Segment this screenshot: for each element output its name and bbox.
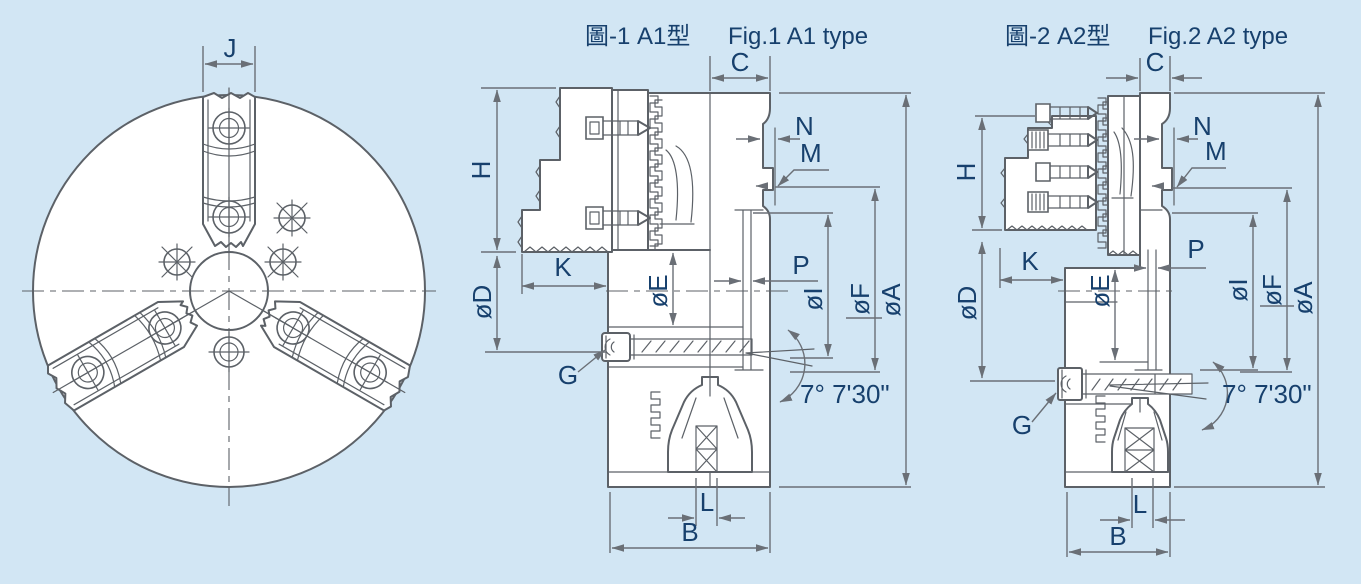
- fig1-dim-label-K: K: [554, 252, 572, 282]
- front-dim-label-J: J: [224, 33, 237, 63]
- fig2-dim-label-A: øA: [1288, 281, 1318, 315]
- fig1-taper-hub: [650, 376, 753, 473]
- fig1-dim-label-D: øD: [467, 285, 497, 320]
- fig1-dimensions: H K øD øE G C N M P øI: [466, 47, 911, 553]
- fig2-dim-label-I: øI: [1223, 278, 1253, 301]
- fig2-dimensions: H K øD øE G C N M P: [951, 47, 1325, 557]
- fig2-mount-bolt: [1057, 367, 1193, 401]
- fig1-dim-label-C: C: [731, 47, 750, 77]
- fig1-title-zh: 圖-1 A1型: [585, 23, 690, 50]
- fig1-dim-label-G: G: [558, 360, 578, 390]
- fig2-dim-label-angle: 7° 7'30": [1222, 379, 1312, 409]
- fig2-section-drawing: 圖-2 A2型 Fig.2 A2 type: [951, 23, 1325, 557]
- front-view-dimensions: J: [202, 33, 256, 92]
- fig1-dim-label-L: L: [700, 487, 714, 517]
- fig1-dim-label-F: øF: [845, 283, 875, 315]
- fig1-mount-bolt: [601, 332, 753, 362]
- fig1-jaw-bolts: [585, 116, 651, 230]
- fig1-dim-label-B: B: [681, 517, 698, 547]
- front-view-drawing: J: [22, 33, 436, 506]
- fig2-dim-label-M: M: [1205, 136, 1227, 166]
- fig1-dim-label-N: N: [795, 111, 814, 141]
- fig1-title-en: Fig.1 A1 type: [728, 23, 868, 50]
- fig2-dim-label-G: G: [1012, 410, 1032, 440]
- fig2-dim-label-C: C: [1146, 47, 1165, 77]
- fig2-dim-label-F: øF: [1257, 274, 1287, 306]
- fig2-dim-label-E: øE: [1085, 274, 1115, 307]
- fig1-dim-label-E: øE: [643, 274, 673, 307]
- fig2-title-en: Fig.2 A2 type: [1148, 23, 1288, 50]
- fig1-dim-label-A: øA: [876, 283, 906, 317]
- fig2-dim-label-N: N: [1193, 111, 1212, 141]
- fig2-taper-hub: [1095, 395, 1169, 473]
- fig2-dim-label-B: B: [1109, 521, 1126, 551]
- fig2-dim-label-L: L: [1133, 489, 1147, 519]
- fig1-section-drawing: 圖-1 A1型 Fig.1 A1 type: [466, 23, 911, 553]
- fig2-title-zh: 圖-2 A2型: [1005, 23, 1110, 50]
- fig1-dim-label-I: øI: [798, 287, 828, 310]
- fig2-jaw-bolts: [1027, 103, 1098, 213]
- fig1-dim-label-M: M: [800, 138, 822, 168]
- fig1-dim-label-P: P: [792, 250, 809, 280]
- fig2-dim-label-H: H: [951, 163, 981, 182]
- fig2-dim-label-K: K: [1021, 246, 1039, 276]
- fig1-dim-label-H: H: [466, 161, 496, 180]
- fig1-dim-label-angle: 7° 7'30": [800, 379, 890, 409]
- fig2-dim-label-P: P: [1187, 234, 1204, 264]
- fig2-dim-label-D: øD: [952, 286, 982, 321]
